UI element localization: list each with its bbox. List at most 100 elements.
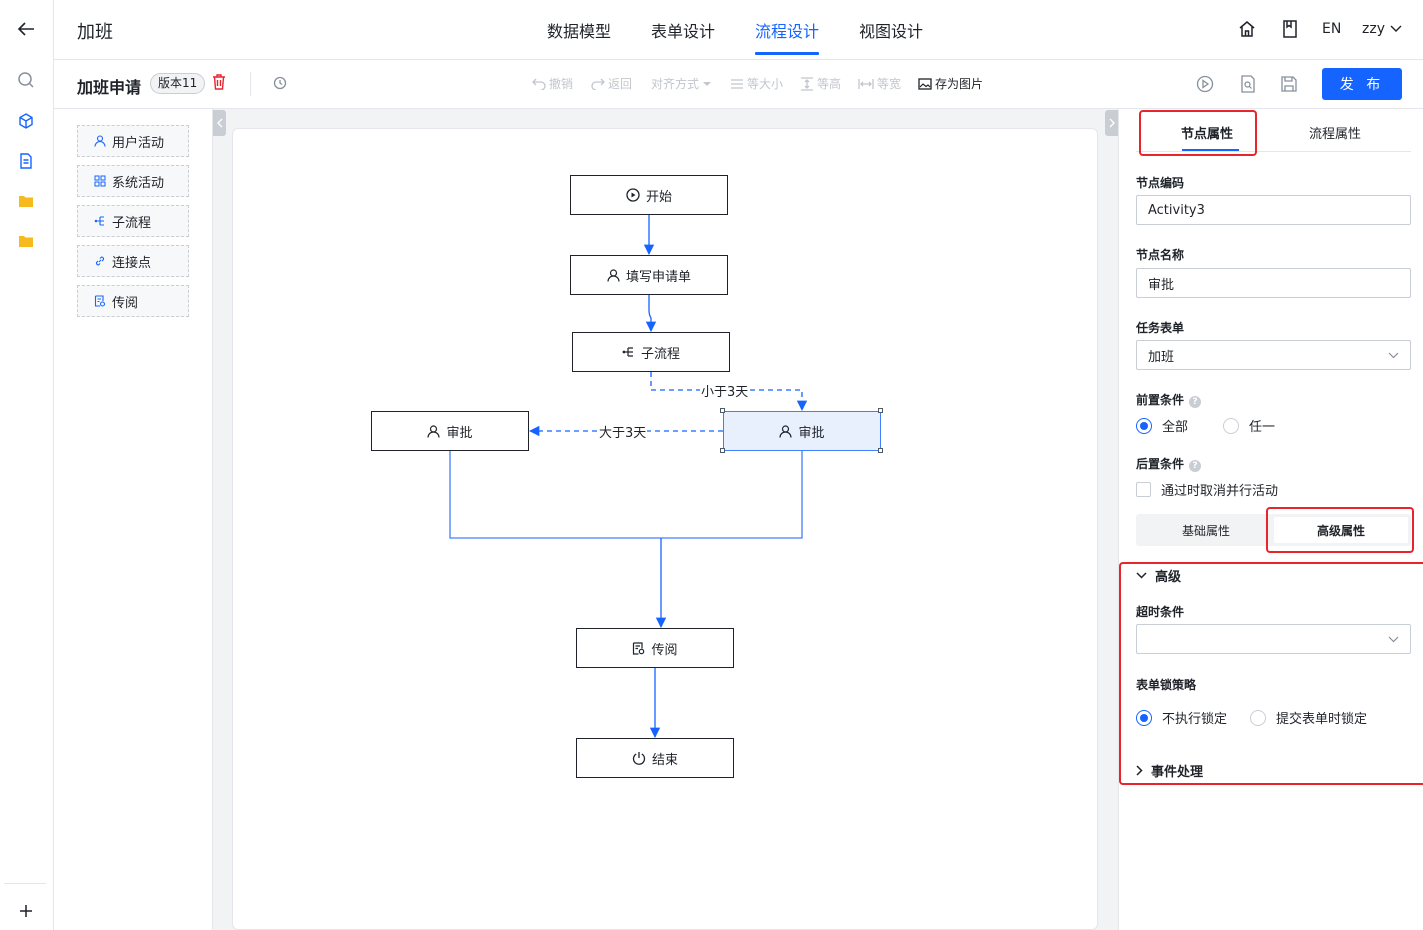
resize-handle[interactable] <box>720 408 725 413</box>
circulate-icon <box>94 295 106 307</box>
tab-process-properties[interactable]: 流程属性 <box>1309 127 1362 142</box>
user-menu[interactable]: zzy <box>1362 21 1402 37</box>
publish-button[interactable]: 发 布 <box>1322 68 1402 100</box>
task-form-select[interactable]: 加班 <box>1136 340 1411 370</box>
radio-checked <box>1136 417 1152 434</box>
circulate-icon <box>633 641 645 655</box>
user-icon <box>94 135 106 147</box>
same-width-button[interactable]: 等宽 <box>858 75 901 92</box>
undo-icon <box>532 78 546 90</box>
save-image-button[interactable]: 存为图片 <box>918 75 983 92</box>
help-icon[interactable]: ? <box>1189 396 1202 408</box>
tab-node-properties[interactable]: 节点属性 <box>1181 127 1234 142</box>
timeout-label: 超时条件 <box>1136 605 1185 619</box>
folder-icon[interactable] <box>14 229 38 253</box>
user-icon <box>779 424 793 438</box>
tab-data-model[interactable]: 数据模型 <box>547 22 612 41</box>
palette-item-connector[interactable]: 连接点 <box>77 245 189 277</box>
version-badge[interactable]: 版本11 <box>150 73 206 94</box>
edge-label-less-than[interactable]: 小于3天 <box>700 381 750 400</box>
pre-condition-label: 前置条件? <box>1136 391 1202 408</box>
advanced-properties-button[interactable]: 高级属性 <box>1274 517 1408 543</box>
lock-on-submit-radio[interactable]: 提交表单时锁定 <box>1250 708 1367 727</box>
redo-button[interactable]: 返回 <box>591 75 632 92</box>
resize-handle[interactable] <box>720 448 725 453</box>
node-name-input[interactable] <box>1136 268 1411 298</box>
node-circulate[interactable]: 传阅 <box>576 628 734 668</box>
events-section-header[interactable]: 事件处理 <box>1136 761 1203 780</box>
search-icon[interactable] <box>14 68 38 92</box>
undo-button[interactable]: 撤销 <box>532 75 573 92</box>
same-height-button[interactable]: 等高 <box>800 75 841 92</box>
checkbox-label: 通过时取消并行活动 <box>1161 484 1279 499</box>
palette-label: 用户活动 <box>112 135 165 151</box>
cube-icon[interactable] <box>14 109 38 133</box>
collapse-right-toggle[interactable] <box>1105 110 1118 136</box>
tab-form-design[interactable]: 表单设计 <box>651 22 716 41</box>
delete-icon[interactable] <box>212 74 226 94</box>
palette-label: 子流程 <box>112 215 152 231</box>
node-label: 审批 <box>798 425 825 441</box>
node-label: 填写申请单 <box>625 269 691 285</box>
node-approve-left[interactable]: 审批 <box>371 411 529 451</box>
pre-condition-all-radio[interactable]: 全部 <box>1136 416 1188 435</box>
plus-icon[interactable] <box>14 899 38 923</box>
node-label: 结束 <box>651 752 678 768</box>
inspect-icon[interactable] <box>1238 74 1258 94</box>
chevron-right-icon <box>1136 765 1143 776</box>
palette-item-circulate[interactable]: 传阅 <box>77 285 189 317</box>
resize-handle[interactable] <box>878 448 883 453</box>
folder-icon[interactable] <box>14 189 38 213</box>
history-icon[interactable] <box>273 76 287 94</box>
node-subprocess[interactable]: 子流程 <box>572 332 730 372</box>
palette-item-subprocess[interactable]: 子流程 <box>77 205 189 237</box>
same-width-label: 等宽 <box>877 77 902 91</box>
pre-condition-any-radio[interactable]: 任一 <box>1223 416 1275 435</box>
node-fill-form[interactable]: 填写申请单 <box>570 255 728 295</box>
lock-strategy-label: 表单锁策略 <box>1136 678 1197 692</box>
prop-tab-indicator <box>1182 149 1239 151</box>
book-icon[interactable] <box>1282 20 1298 38</box>
node-code-label: 节点编码 <box>1136 176 1185 190</box>
align-dropdown[interactable]: 对齐方式 <box>651 75 712 92</box>
edge-label-greater-than[interactable]: 大于3天 <box>598 422 648 441</box>
active-tab-indicator <box>755 52 819 55</box>
node-approve-right[interactable]: 审批 <box>723 411 881 451</box>
help-icon[interactable]: ? <box>1189 460 1202 472</box>
lock-none-radio[interactable]: 不执行锁定 <box>1136 708 1227 727</box>
link-icon <box>95 256 105 266</box>
align-label: 对齐方式 <box>651 77 700 91</box>
highlight-node-properties-tab <box>1139 110 1257 156</box>
preview-icon[interactable] <box>1195 74 1215 94</box>
task-form-label: 任务表单 <box>1136 321 1185 335</box>
undo-label: 撤销 <box>549 77 574 91</box>
palette-item-user-activity[interactable]: 用户活动 <box>77 125 189 157</box>
same-width-icon <box>858 78 874 89</box>
node-end[interactable]: 结束 <box>576 738 734 778</box>
node-code-input[interactable] <box>1136 195 1411 225</box>
highlight-advanced-button <box>1266 507 1414 553</box>
palette-item-system-activity[interactable]: 系统活动 <box>77 165 189 197</box>
flow-canvas[interactable] <box>232 128 1098 930</box>
home-icon[interactable] <box>1238 20 1256 38</box>
left-rail <box>0 0 54 930</box>
advanced-section-header[interactable]: 高级 <box>1136 566 1181 585</box>
document-icon[interactable] <box>14 149 38 173</box>
node-start[interactable]: 开始 <box>570 175 728 215</box>
section-title: 事件处理 <box>1151 765 1204 780</box>
collapse-left-toggle[interactable] <box>213 110 226 136</box>
back-arrow-icon[interactable] <box>14 17 38 41</box>
timeout-select[interactable] <box>1136 624 1411 654</box>
rail-divider <box>4 883 46 884</box>
same-size-button[interactable]: 等大小 <box>730 75 783 92</box>
tab-view-design[interactable]: 视图设计 <box>859 22 924 41</box>
resize-handle[interactable] <box>878 408 883 413</box>
cancel-parallel-checkbox[interactable]: 通过时取消并行活动 <box>1136 480 1278 499</box>
basic-properties-button[interactable]: 基础属性 <box>1181 523 1230 538</box>
chevron-left-icon <box>216 118 222 128</box>
save-icon[interactable] <box>1279 74 1299 94</box>
user-name: zzy <box>1362 21 1385 37</box>
tab-process-design[interactable]: 流程设计 <box>755 22 820 41</box>
chevron-down-icon <box>1390 25 1402 32</box>
language-switch[interactable]: EN <box>1322 21 1342 37</box>
